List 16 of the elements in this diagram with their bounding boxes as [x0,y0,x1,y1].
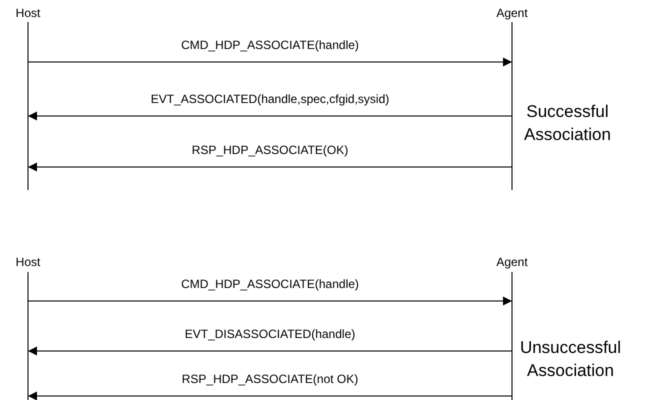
message-label: CMD_HDP_ASSOCIATE(handle) [179,277,361,291]
participant-lifeline: Host [8,6,48,190]
message-label: CMD_HDP_ASSOCIATE(handle) [179,38,361,52]
message-arrow [28,392,512,400]
message-label: RSP_HDP_ASSOCIATE(not OK) [180,372,360,386]
message-arrow [28,162,512,172]
phase-note: Successful Association [523,101,612,146]
message-label: EVT_ASSOCIATED(handle,spec,cfgid,sysid) [148,92,392,106]
message-label: RSP_HDP_ASSOCIATE(OK) [190,143,350,157]
participant-lifeline: Host [8,255,48,400]
message-label: EVT_DISASSOCIATED(handle) [182,327,358,341]
message-arrow [28,346,512,356]
message-arrow [28,112,512,120]
message-arrow [28,58,512,66]
message-arrow [28,296,512,306]
phase-note: Unsuccessful Association [518,337,622,382]
